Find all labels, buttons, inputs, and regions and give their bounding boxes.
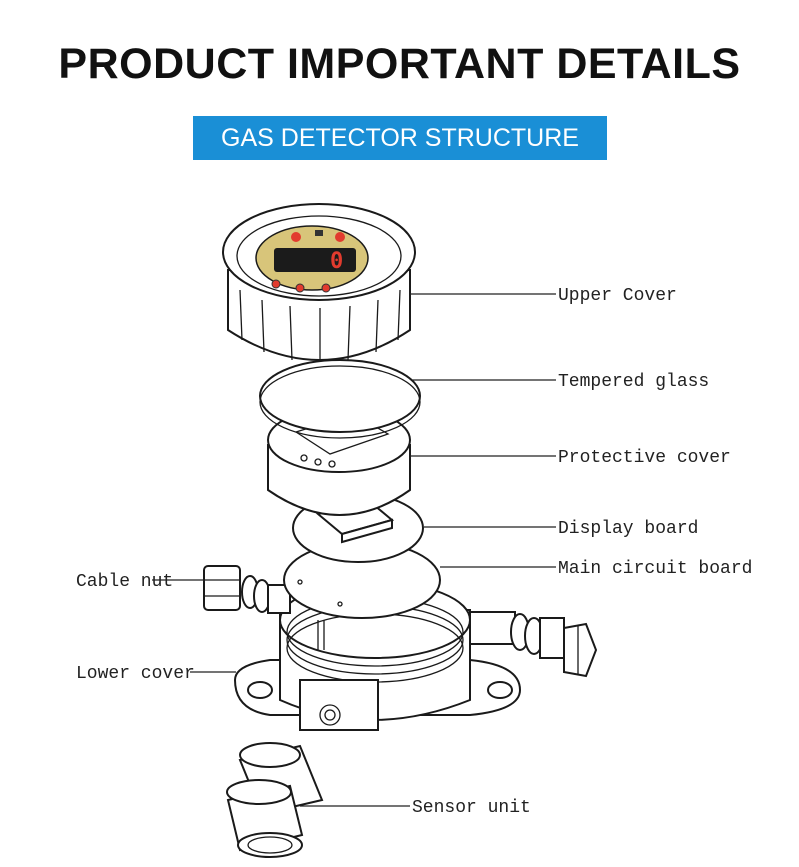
label-sensor-unit: Sensor unit [412,798,531,818]
key-button-icon [295,283,305,293]
label-upper-cover: Upper Cover [558,286,677,306]
page-title: PRODUCT IMPORTANT DETAILS [58,40,741,88]
label-lower-cover: Lower cover [76,664,195,684]
led-digit: 0 [330,249,343,274]
cable-gland-right [469,611,598,678]
led-indicator-icon [291,232,301,242]
label-display-board: Display board [558,519,698,539]
sensor-unit-part [226,742,324,858]
cable-nut-part [203,565,291,614]
label-cable-nut: Cable nut [76,572,173,592]
tempered-glass-part [259,359,421,439]
led-indicator-icon [335,232,345,242]
upper-cover-part: 0 [222,203,416,362]
label-tempered-glass: Tempered glass [558,372,709,392]
leader-lines [152,293,556,807]
sensor-window-icon [315,230,323,236]
section-banner: GAS DETECTOR STRUCTURE [193,116,607,160]
label-main-circuit-board: Main circuit board [558,559,752,579]
key-button-icon [271,279,281,289]
key-button-icon [321,283,331,293]
label-protective-cover: Protective cover [558,448,731,468]
led-display-window [274,248,356,272]
